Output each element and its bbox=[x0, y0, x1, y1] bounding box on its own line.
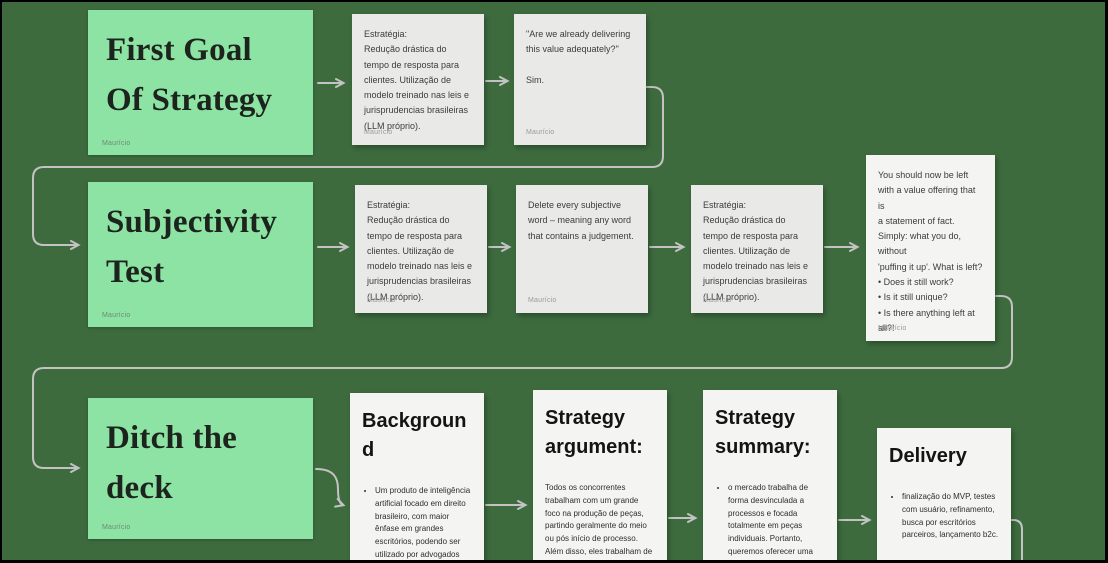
sticky-note-text: "Are we already delivering this value ad… bbox=[526, 29, 631, 85]
author-label: Maurício bbox=[526, 129, 555, 136]
bullet-item: Um produto de inteligência artificial fo… bbox=[375, 485, 472, 560]
connector-r3n4-exit[interactable] bbox=[1010, 519, 1023, 560]
sticky-note-estrategia-3[interactable]: Estratégia: Redução drástica do tempo de… bbox=[691, 185, 823, 313]
doc-note-title: Strategy summary: bbox=[715, 407, 811, 458]
doc-note-background[interactable]: Background Um produto de inteligência ar… bbox=[350, 393, 484, 560]
sticky-note-delete-subjective[interactable]: Delete every subjective word – meaning a… bbox=[516, 185, 648, 313]
sticky-note-already-delivering[interactable]: "Are we already delivering this value ad… bbox=[514, 14, 646, 145]
author-label: Maurício bbox=[528, 297, 557, 304]
doc-note-title: Delivery bbox=[889, 445, 967, 467]
sticky-note-estrategia-1[interactable]: Estratégia: Redução drástica do tempo de… bbox=[352, 14, 484, 145]
doc-note-title: Strategy argument: bbox=[545, 407, 643, 458]
doc-note-body: Todos os concorrentes trabalham com um g… bbox=[545, 483, 653, 560]
author-label: Maurício bbox=[102, 524, 131, 531]
sticky-note-value-offering[interactable]: You should now be left with a value offe… bbox=[866, 155, 995, 341]
author-label: Maurício bbox=[367, 297, 396, 304]
connector-goal3-to-r3n1[interactable] bbox=[315, 468, 346, 508]
bullet-item: finalização do MVP, testes com usuário, … bbox=[902, 491, 999, 542]
sticky-note-text: Estratégia: Redução drástica do tempo de… bbox=[367, 200, 473, 302]
bullet-item: o mercado trabalha de forma desvinculada… bbox=[728, 482, 825, 560]
doc-note-strategy-argument[interactable]: Strategy argument: Todos os concorrentes… bbox=[533, 390, 667, 560]
author-label: Maurício bbox=[102, 140, 131, 147]
goal-card-first-goal[interactable]: First Goal Of Strategy Maurício bbox=[88, 10, 313, 155]
sticky-note-text: Estratégia: Redução drástica do tempo de… bbox=[364, 29, 470, 131]
goal-card-title: Subjectivity Test bbox=[106, 204, 278, 290]
goal-card-title: Ditch the deck bbox=[106, 420, 238, 506]
goal-card-title: First Goal Of Strategy bbox=[106, 32, 273, 118]
goal-card-ditch-the-deck[interactable]: Ditch the deck Maurício bbox=[88, 398, 313, 539]
doc-note-delivery[interactable]: Delivery finalização do MVP, testes com … bbox=[877, 428, 1011, 560]
sticky-note-text: You should now be left with a value offe… bbox=[878, 170, 983, 333]
doc-note-strategy-summary[interactable]: Strategy summary: o mercado trabalha de … bbox=[703, 390, 837, 560]
doc-note-bullets: Um produto de inteligência artificial fo… bbox=[362, 485, 472, 560]
doc-note-bullets: o mercado trabalha de forma desvinculada… bbox=[715, 482, 825, 560]
author-label: Maurício bbox=[364, 129, 393, 136]
doc-note-title: Background bbox=[362, 410, 467, 461]
sticky-note-estrategia-2[interactable]: Estratégia: Redução drástica do tempo de… bbox=[355, 185, 487, 313]
goal-card-subjectivity-test[interactable]: Subjectivity Test Maurício bbox=[88, 182, 313, 327]
author-label: Maurício bbox=[703, 297, 732, 304]
sticky-note-text: Estratégia: Redução drástica do tempo de… bbox=[703, 200, 809, 302]
author-label: Maurício bbox=[878, 325, 907, 332]
author-label: Maurício bbox=[102, 312, 131, 319]
doc-note-bullets: finalização do MVP, testes com usuário, … bbox=[889, 491, 999, 542]
sticky-note-text: Delete every subjective word – meaning a… bbox=[528, 200, 634, 241]
